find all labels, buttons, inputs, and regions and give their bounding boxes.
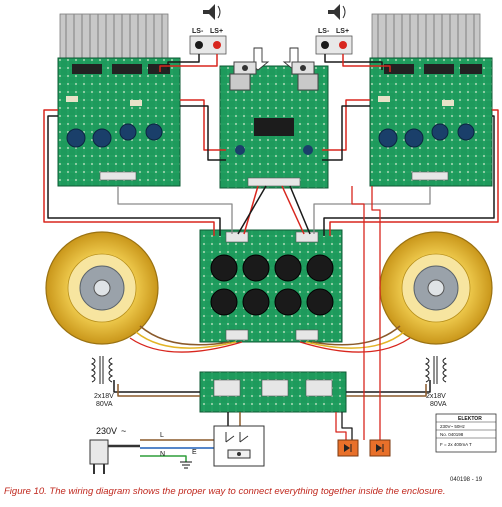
right-amplifier-board	[369, 57, 493, 187]
right-speaker-icon	[328, 4, 346, 20]
left-speaker-plus-label: LS+	[210, 28, 223, 35]
left-transformer-symbol-icon	[90, 356, 114, 384]
right-transformer-voltage: 2x18V	[426, 393, 446, 400]
right-transformer-power: 80VA	[430, 401, 447, 408]
mains-neutral-label: N	[160, 451, 165, 458]
rating-plate	[435, 413, 497, 453]
rating-plate-brand: ELEKTOR	[458, 416, 482, 422]
right-toroidal-transformer	[379, 231, 493, 345]
power-supply-board	[199, 229, 343, 343]
left-heatsink	[59, 13, 169, 61]
figure-caption: Figure 10. The wiring diagram shows the …	[4, 486, 446, 497]
mains-earth-label: E	[192, 449, 197, 456]
led-indicator-left	[337, 439, 359, 457]
rating-plate-row2: No. 040198	[440, 432, 464, 437]
mains-ac-symbol: ~	[121, 426, 126, 436]
left-speaker-minus-label: LS-	[192, 28, 204, 35]
right-heatsink	[371, 13, 481, 61]
left-speaker-icon	[203, 4, 221, 20]
center-control-board	[219, 65, 329, 189]
mains-line-label: L	[160, 432, 164, 439]
mains-plug-icon	[89, 439, 140, 474]
mains-switch-fuse-block	[213, 425, 265, 467]
right-speaker-plus-label: LS+	[336, 28, 349, 35]
right-input-jack	[291, 61, 315, 75]
left-toroidal-transformer	[45, 231, 159, 345]
soft-start-board	[199, 371, 347, 413]
rating-plate-row1: 230V~ 50Hz	[440, 424, 466, 429]
right-speaker-minus-label: LS-	[318, 28, 330, 35]
right-speaker-terminal	[315, 35, 353, 55]
rating-plate-row3: F = 2x 400mA T	[440, 442, 472, 447]
left-transformer-power: 80VA	[96, 401, 113, 408]
mains-voltage-label: 230V	[96, 426, 117, 436]
left-input-jack	[233, 61, 257, 75]
figure-code: 040198 - 19	[450, 477, 483, 483]
earth-ground-icon	[180, 461, 192, 469]
left-transformer-voltage: 2x18V	[94, 393, 114, 400]
left-speaker-terminal	[189, 35, 227, 55]
led-indicator-right	[369, 439, 391, 457]
left-amplifier-board	[57, 57, 181, 187]
wiring	[43, 54, 499, 462]
right-transformer-symbol-icon	[424, 356, 448, 384]
